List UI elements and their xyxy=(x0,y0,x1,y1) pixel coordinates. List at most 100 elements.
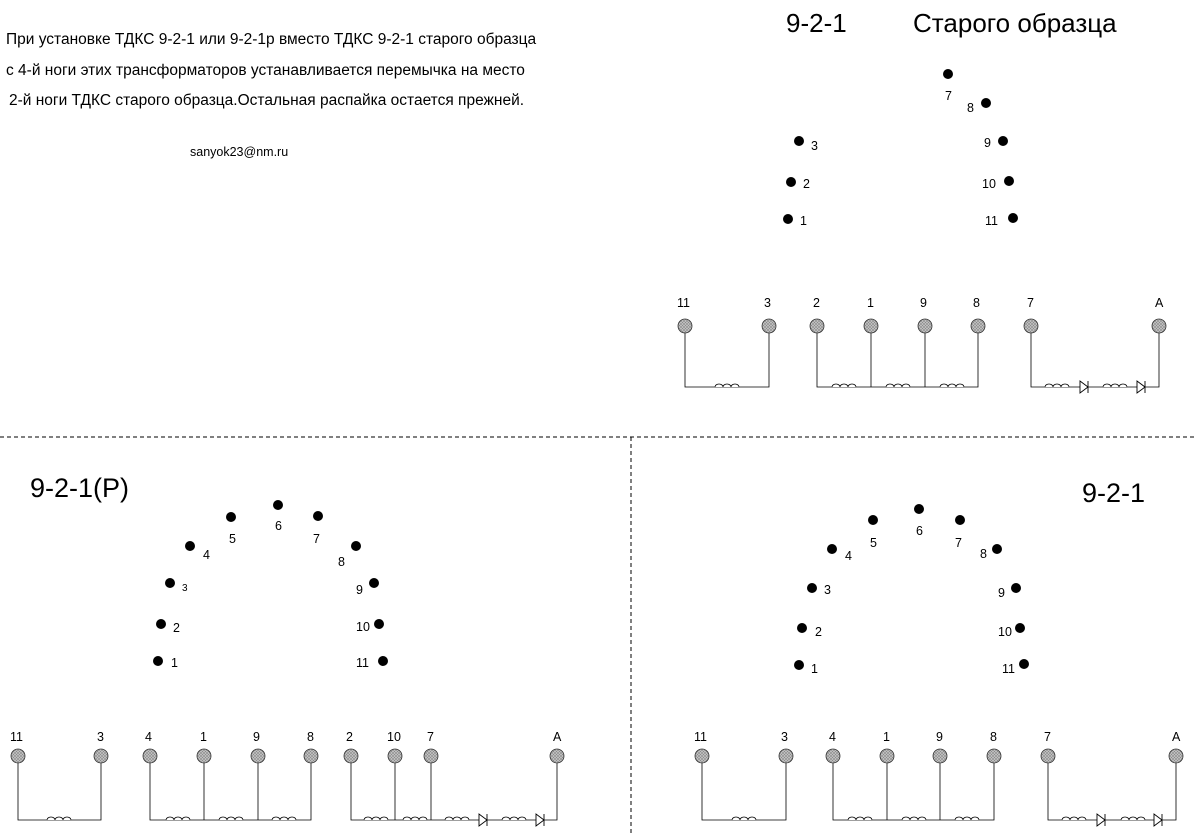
terminal-pad xyxy=(343,748,359,764)
coil-icon xyxy=(1061,816,1087,821)
pin-label: 3 xyxy=(811,139,818,153)
terminal-pad xyxy=(1023,318,1039,334)
terminal-label: 2 xyxy=(813,296,820,310)
coil-icon xyxy=(46,816,72,821)
terminal-pad xyxy=(863,318,879,334)
pin-dot xyxy=(794,660,804,670)
pin-dot xyxy=(786,177,796,187)
coil-icon xyxy=(218,816,244,821)
pin-dot xyxy=(226,512,236,522)
terminal-label: 1 xyxy=(867,296,874,310)
pin-label: 6 xyxy=(275,519,282,533)
terminal-label: 10 xyxy=(387,730,401,744)
note-line-3: 2-й ноги ТДКС старого образца.Остальная … xyxy=(9,92,525,109)
terminal-label: A xyxy=(1155,296,1164,310)
terminal-pad xyxy=(387,748,403,764)
pin-dot xyxy=(827,544,837,554)
pin-dot xyxy=(943,69,953,79)
diagram-1-terminals xyxy=(677,318,1167,334)
pin-dot xyxy=(1004,176,1014,186)
pin-label: 7 xyxy=(313,532,320,546)
terminal-label: 11 xyxy=(10,730,23,744)
pin-dot xyxy=(807,583,817,593)
terminal-label: 8 xyxy=(973,296,980,310)
coil-icon xyxy=(1102,383,1128,388)
terminal-label: 9 xyxy=(920,296,927,310)
pin-label: 3 xyxy=(182,583,188,594)
terminal-pad xyxy=(10,748,26,764)
coil-symbols xyxy=(46,383,1146,821)
coil-icon xyxy=(1044,383,1070,388)
terminal-label: 3 xyxy=(764,296,771,310)
terminal-pad xyxy=(809,318,825,334)
diagram-2-pins: 6 5 7 4 8 3 9 2 10 1 11 xyxy=(153,500,388,670)
diagram-1-title-old: Старого образца xyxy=(913,8,1117,38)
pin-dot xyxy=(998,136,1008,146)
terminal-label: 8 xyxy=(307,730,314,744)
terminal-pad xyxy=(879,748,895,764)
terminal-pad xyxy=(423,748,439,764)
pin-label: 2 xyxy=(803,177,810,191)
pin-dot xyxy=(797,623,807,633)
terminal-pad xyxy=(761,318,777,334)
pin-label: 3 xyxy=(824,583,831,597)
coil-icon xyxy=(939,383,965,388)
terminal-pad xyxy=(303,748,319,764)
pin-label: 11 xyxy=(985,214,998,228)
pin-label: 9 xyxy=(984,136,991,150)
terminal-pad xyxy=(93,748,109,764)
pin-label: 2 xyxy=(815,625,822,639)
terminal-pad xyxy=(778,748,794,764)
terminal-label: 3 xyxy=(781,730,788,744)
coil-icon xyxy=(885,383,911,388)
terminal-label: 3 xyxy=(97,730,104,744)
pin-dot xyxy=(1008,213,1018,223)
coil-icon xyxy=(363,816,389,821)
pin-dot xyxy=(992,544,1002,554)
diagram-1-wiring xyxy=(684,333,1160,388)
diagram-2-terminal-labels: 11 3 4 1 9 8 2 10 7 A xyxy=(10,730,562,744)
pin-label: 9 xyxy=(998,586,1005,600)
diagram-3-terminals xyxy=(694,748,1184,764)
coil-icon xyxy=(901,816,927,821)
terminal-pad xyxy=(932,748,948,764)
terminal-pad xyxy=(1168,748,1184,764)
pin-label: 7 xyxy=(955,536,962,550)
diagram-3-pins: 6 5 7 4 8 3 9 2 10 1 11 xyxy=(794,504,1029,676)
terminal-pad xyxy=(917,318,933,334)
pin-dot xyxy=(273,500,283,510)
pin-dot xyxy=(868,515,878,525)
coil-icon xyxy=(731,816,757,821)
diode-symbols xyxy=(478,380,1163,827)
pin-label: 1 xyxy=(171,656,178,670)
terminal-label: 11 xyxy=(694,730,707,744)
pin-label: 8 xyxy=(980,547,987,561)
diode-icon xyxy=(1136,380,1146,394)
terminal-pad xyxy=(986,748,1002,764)
terminal-label: 7 xyxy=(1044,730,1051,744)
pin-label: 5 xyxy=(870,536,877,550)
terminal-pad xyxy=(677,318,693,334)
coil-icon xyxy=(1120,816,1146,821)
diode-icon xyxy=(1096,813,1106,827)
terminal-pad xyxy=(1040,748,1056,764)
terminal-label: 11 xyxy=(677,296,690,310)
diagram-3-wiring xyxy=(701,763,1177,821)
note-line-1: При установке ТДКС 9-2-1 или 9-2-1р вмес… xyxy=(6,31,537,48)
coil-icon xyxy=(165,816,191,821)
pin-dot xyxy=(794,136,804,146)
terminal-pad xyxy=(196,748,212,764)
pin-dot xyxy=(955,515,965,525)
pin-label: 8 xyxy=(338,555,345,569)
pin-label: 5 xyxy=(229,532,236,546)
pin-label: 10 xyxy=(982,177,996,191)
pin-label: 4 xyxy=(203,548,210,562)
terminal-label: A xyxy=(553,730,562,744)
pin-dot xyxy=(981,98,991,108)
coil-icon xyxy=(847,816,873,821)
pin-label: 2 xyxy=(173,621,180,635)
pin-label: 1 xyxy=(811,662,818,676)
terminal-label: 1 xyxy=(883,730,890,744)
diagram-1-pins: 7 8 3 9 2 10 1 11 xyxy=(783,69,1018,228)
note-line-2: с 4-й ноги этих трансформаторов устанавл… xyxy=(6,62,525,79)
